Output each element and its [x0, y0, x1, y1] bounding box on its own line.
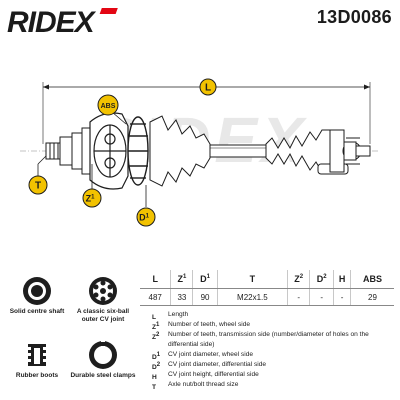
abs-callout: ABS	[97, 94, 127, 125]
legend-text: Number of teeth, wheel side	[168, 321, 251, 328]
dimension-legend: L Length Z1 Number of teeth, wheel side …	[152, 310, 392, 392]
rubber-boot-icon	[28, 344, 46, 366]
drive-shaft-drawing: RIDEX L	[20, 78, 380, 227]
spec-table-value-row: 487 33 90 M22x1.5 - - - 29	[140, 288, 394, 306]
value-diameter-differential: -	[309, 288, 334, 306]
legend-text: CV joint diameter, wheel side	[168, 351, 254, 358]
value-teeth-transmission: -	[287, 288, 310, 306]
feature-steel-clamps-label: Durable steel clamps	[70, 372, 136, 379]
feature-rubber-boots: Rubber boots	[4, 340, 70, 380]
diameter-wheel-callout: D1	[136, 185, 156, 227]
teeth-wheel-callout: Z1	[82, 164, 102, 208]
col-header-d2: D2	[309, 270, 334, 289]
spec-table-header-row: L Z1 D1 T Z2 D2 H ABS	[140, 270, 394, 289]
abs-callout-label: ABS	[101, 103, 116, 110]
logo-wordmark: RIDEX	[7, 6, 97, 39]
solid-shaft-icon	[23, 277, 51, 305]
spec-table: L Z1 D1 T Z2 D2 H ABS 487 33 90 M22x1.5 …	[140, 270, 394, 306]
feature-six-ball-joint-label: A classic six-ball outer CV joint	[76, 308, 130, 323]
col-header-z1: Z1	[170, 270, 193, 289]
feature-steel-clamps: Durable steel clamps	[70, 340, 136, 380]
diameter-wheel-callout-label: D1	[139, 213, 150, 223]
outer-boot	[149, 115, 211, 187]
ridex-logo: RIDEX	[7, 6, 118, 39]
centre-shaft	[209, 144, 267, 158]
value-diameter-wheel: 90	[192, 288, 218, 306]
legend-row-z1: Z1 Number of teeth, wheel side	[152, 320, 392, 332]
legend-row-d1: D1 CV joint diameter, wheel side	[152, 350, 392, 362]
legend-symbol: L	[152, 314, 157, 322]
legend-row-h: H CV joint height, differential side	[152, 370, 392, 382]
feature-solid-shaft: Solid centre shaft	[4, 276, 70, 316]
legend-symbol: D2	[152, 362, 161, 372]
col-header-l: L	[140, 270, 171, 289]
legend-text: Number of teeth, transmission side (numb…	[168, 331, 369, 348]
abs-ring	[127, 116, 149, 186]
length-callout: L	[199, 78, 217, 96]
col-header-h: H	[333, 270, 351, 289]
part-number: 13D0086	[316, 7, 392, 27]
feature-solid-shaft-label: Solid centre shaft	[9, 308, 65, 315]
legend-symbol: D1	[152, 352, 161, 362]
legend-row-d2: D2 CV joint diameter, differential side	[152, 360, 392, 372]
legend-symbol: H	[152, 374, 157, 382]
legend-text: Axle nut/bolt thread size	[168, 381, 239, 388]
steel-clamp-icon	[89, 341, 117, 369]
legend-text: CV joint height, differential side	[168, 371, 259, 378]
thread-callout-label: T	[35, 181, 41, 192]
value-teeth-wheel: 33	[170, 288, 193, 306]
col-header-abs: ABS	[349, 270, 394, 289]
length-callout-label: L	[205, 83, 211, 94]
legend-row-t: T Axle nut/bolt thread size	[152, 380, 392, 392]
teeth-wheel-callout-label: Z1	[86, 194, 96, 204]
thread-callout: T	[28, 155, 48, 195]
inner-cv-joint	[329, 129, 371, 173]
col-header-d1: D1	[192, 270, 218, 289]
value-height-differential: -	[333, 288, 351, 306]
legend-text: Length	[168, 311, 189, 318]
threaded-stub	[45, 127, 91, 175]
legend-text: CV joint diameter, differential side	[168, 361, 267, 368]
feature-six-ball-joint: A classic six-ball outer CV joint	[70, 276, 136, 324]
feature-rubber-boots-label: Rubber boots	[15, 372, 59, 379]
legend-row-l: L Length	[152, 310, 392, 322]
col-header-z2: Z2	[287, 270, 310, 289]
legend-symbol: T	[152, 384, 157, 392]
legend-symbol: Z1	[152, 322, 160, 332]
six-ball-joint-icon	[89, 277, 117, 305]
col-header-t: T	[216, 270, 288, 289]
legend-symbol: Z2	[152, 332, 160, 342]
legend-row-z2: Z2 Number of teeth, transmission side (n…	[152, 330, 392, 350]
value-thread: M22x1.5	[216, 288, 288, 306]
logo-red-accent	[99, 8, 118, 14]
value-length: 487	[140, 288, 171, 306]
value-abs: 29	[349, 288, 394, 306]
outer-cv-joint	[89, 112, 129, 190]
